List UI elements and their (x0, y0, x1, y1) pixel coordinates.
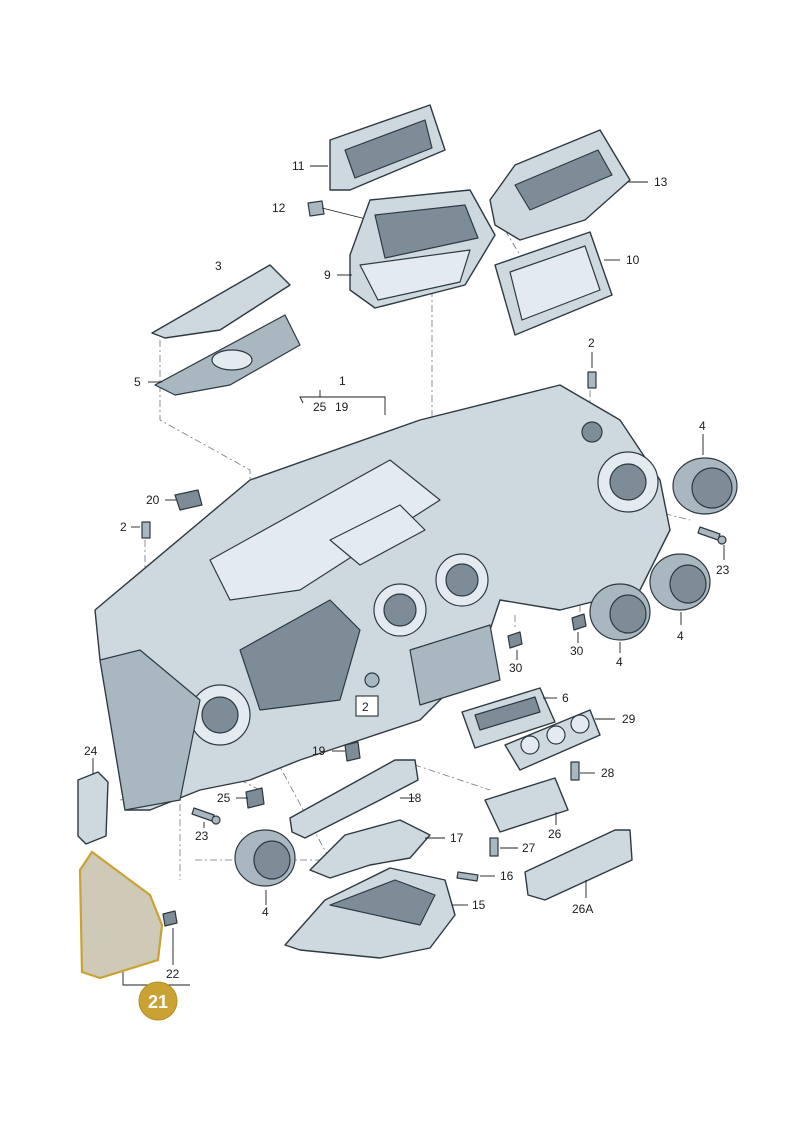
label-30-left: 30 (509, 661, 523, 675)
clip-part-25 (245, 787, 265, 809)
label-1: 1 (339, 374, 346, 388)
clip-part-30-left (507, 631, 523, 649)
label-9: 9 (324, 268, 331, 282)
label-19-bottom: 19 (312, 744, 326, 758)
column-cover-part-15 (284, 867, 456, 959)
label-10: 10 (626, 253, 640, 267)
label-2-left: 2 (120, 520, 127, 534)
end-cap-part-24 (77, 771, 109, 845)
label-2-center: 2 (362, 700, 369, 714)
frame-part-10 (494, 231, 613, 336)
screw-part-2-top (587, 371, 597, 389)
label-5: 5 (134, 375, 141, 389)
part-labels: 11 12 13 9 10 3 5 1 25 19 2 20 2 4 23 4 … (84, 159, 730, 981)
screw-part-12 (307, 200, 371, 221)
trim-part-26 (484, 777, 569, 833)
clip-part-22 (162, 910, 178, 927)
label-3: 3 (215, 259, 222, 273)
label-4-right-top: 4 (699, 419, 706, 433)
label-23-left: 23 (195, 829, 209, 843)
label-16: 16 (500, 869, 514, 883)
label-2-top: 2 (588, 336, 595, 350)
clip-part-30-right (571, 613, 587, 631)
badge-label: 21 (148, 992, 168, 1012)
screw-part-2-left (141, 521, 151, 539)
control-panel-part-29 (504, 709, 601, 771)
label-26A: 26A (572, 902, 593, 916)
trim-carrier-part-5 (154, 314, 301, 396)
label-26: 26 (548, 827, 562, 841)
label-4-left: 4 (262, 905, 269, 919)
highlight-badge-21[interactable]: 21 (138, 981, 178, 1021)
mounting-part-18 (289, 759, 419, 839)
label-15: 15 (472, 898, 486, 912)
trim-strip-part-3 (151, 264, 291, 339)
label-leaders (92, 165, 725, 986)
label-19-top: 19 (335, 400, 349, 414)
label-24: 24 (84, 744, 98, 758)
label-11: 11 (292, 159, 305, 173)
air-vent-part-4-left (234, 829, 296, 887)
dashboard-body-part-1 (94, 384, 671, 811)
screw-part-16 (456, 871, 479, 882)
label-28: 28 (601, 766, 615, 780)
air-vent-part-4-center (589, 583, 651, 641)
trim-strip-part-26A (524, 829, 633, 901)
label-25-top: 25 (313, 400, 327, 414)
bracket-part-20 (174, 489, 203, 511)
label-17: 17 (450, 831, 464, 845)
label-27: 27 (522, 841, 536, 855)
screw-part-23-left (191, 807, 221, 825)
screw-part-27 (489, 837, 499, 857)
label-23-right: 23 (716, 563, 730, 577)
label-6: 6 (562, 691, 569, 705)
label-30-right: 30 (570, 644, 584, 658)
storage-tray-part-13 (489, 129, 631, 241)
label-13: 13 (654, 175, 668, 189)
label-29: 29 (622, 712, 636, 726)
screw-part-28 (570, 761, 580, 781)
label-12: 12 (272, 201, 286, 215)
air-vent-part-4-right-mid (649, 553, 711, 611)
center-housing-part-9 (349, 189, 496, 309)
switch-carrier-part-6 (461, 687, 556, 749)
side-cover-part-21 (78, 850, 164, 980)
column-cover-part-17 (309, 819, 431, 879)
label-4-center: 4 (616, 655, 623, 669)
clip-part-19 (344, 741, 361, 762)
label-18: 18 (408, 791, 422, 805)
label-4-right-mid: 4 (677, 629, 684, 643)
label-20: 20 (146, 493, 160, 507)
label-22: 22 (166, 967, 180, 981)
screw-part-2-center (355, 672, 380, 717)
display-cover-part-11 (329, 104, 446, 191)
screw-part-23-right (697, 526, 727, 545)
label-25-bottom: 25 (217, 791, 231, 805)
air-vent-part-4-right-top (672, 457, 738, 515)
